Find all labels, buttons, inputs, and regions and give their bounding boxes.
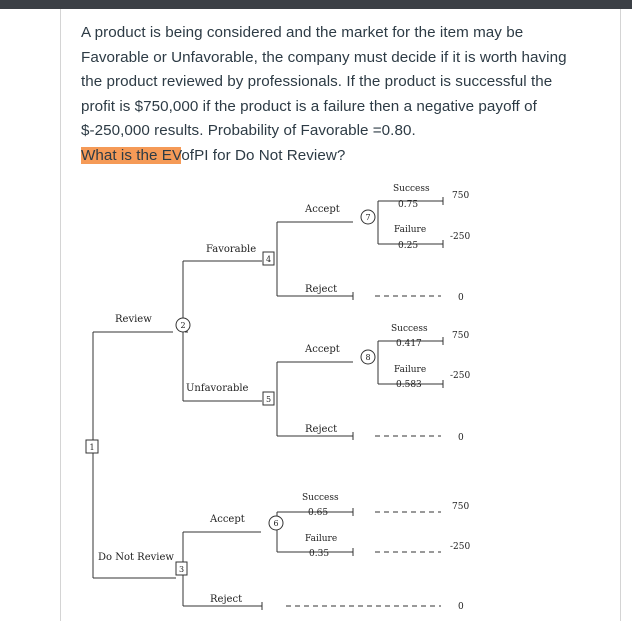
probability: 0.75: [398, 200, 418, 210]
question-line: $-250,000 results. Probability of Favora…: [81, 122, 416, 139]
svg-text:4: 4: [266, 255, 271, 264]
question-line: Favorable or Unfavorable, the company mu…: [81, 48, 567, 66]
branch-success: Success: [391, 324, 428, 334]
svg-text:6: 6: [273, 519, 278, 528]
svg-text:8: 8: [365, 353, 370, 362]
branch-reject: Reject: [210, 594, 242, 605]
svg-text:2: 2: [180, 321, 185, 330]
branch-reject: Reject: [305, 284, 337, 295]
probability: 0.35: [309, 549, 329, 559]
svg-text:1: 1: [89, 443, 94, 452]
node-1: 1: [85, 439, 99, 454]
node-7: 7: [360, 209, 376, 225]
ask-rest: ofPI for Do Not Review?: [181, 146, 346, 164]
highlighted-ask: What is the EV: [81, 146, 182, 164]
payoff: 750: [452, 502, 469, 512]
node-2: 2: [175, 317, 191, 333]
question-text: A product is being considered and the ma…: [81, 21, 611, 168]
payoff: -250: [450, 232, 470, 242]
node-3: 3: [175, 561, 188, 576]
content-border-right: [620, 9, 621, 621]
payoff: 750: [452, 331, 469, 341]
probability: 0.65: [308, 508, 328, 518]
probability: 0.417: [396, 339, 422, 349]
node-5: 5: [262, 391, 275, 406]
top-bar: [0, 0, 632, 9]
question-ask: What is the EVofPI for Do Not Review?: [81, 144, 611, 169]
branch-failure: Failure: [305, 534, 337, 544]
branch-accept: Accept: [304, 344, 340, 355]
branch-success: Success: [302, 493, 339, 503]
payoff: -250: [450, 371, 470, 381]
node-6: 6: [268, 515, 284, 531]
svg-text:3: 3: [179, 565, 184, 574]
question-line: A product is being considered and the ma…: [81, 24, 524, 41]
branch-accept: Accept: [304, 204, 340, 215]
payoff: 0: [458, 293, 464, 303]
branch-failure: Failure: [394, 225, 426, 235]
branch-reject: Reject: [305, 424, 337, 435]
branch-unfavorable: Unfavorable: [186, 383, 249, 394]
svg-text:7: 7: [365, 213, 370, 222]
branch-favorable: Favorable: [206, 244, 256, 255]
payoff: -250: [450, 542, 470, 552]
content-border-left: [60, 9, 61, 621]
payoff: 750: [452, 191, 469, 201]
branch-failure: Failure: [394, 365, 426, 375]
question-line: profit is $750,000 if the product is a f…: [81, 97, 537, 115]
question-line: the product reviewed by professionals. I…: [81, 73, 553, 90]
node-8: 8: [360, 349, 376, 365]
payoff: 0: [458, 433, 464, 443]
branch-do-not-review: Do Not Review: [98, 552, 174, 563]
probability: 0.25: [398, 241, 418, 251]
branch-review: Review: [115, 314, 152, 325]
branch-success: Success: [393, 184, 430, 194]
svg-text:5: 5: [266, 395, 271, 404]
branch-accept: Accept: [209, 514, 245, 525]
payoff: 0: [458, 602, 464, 612]
probability: 0.583: [396, 380, 422, 390]
node-4: 4: [262, 251, 275, 266]
